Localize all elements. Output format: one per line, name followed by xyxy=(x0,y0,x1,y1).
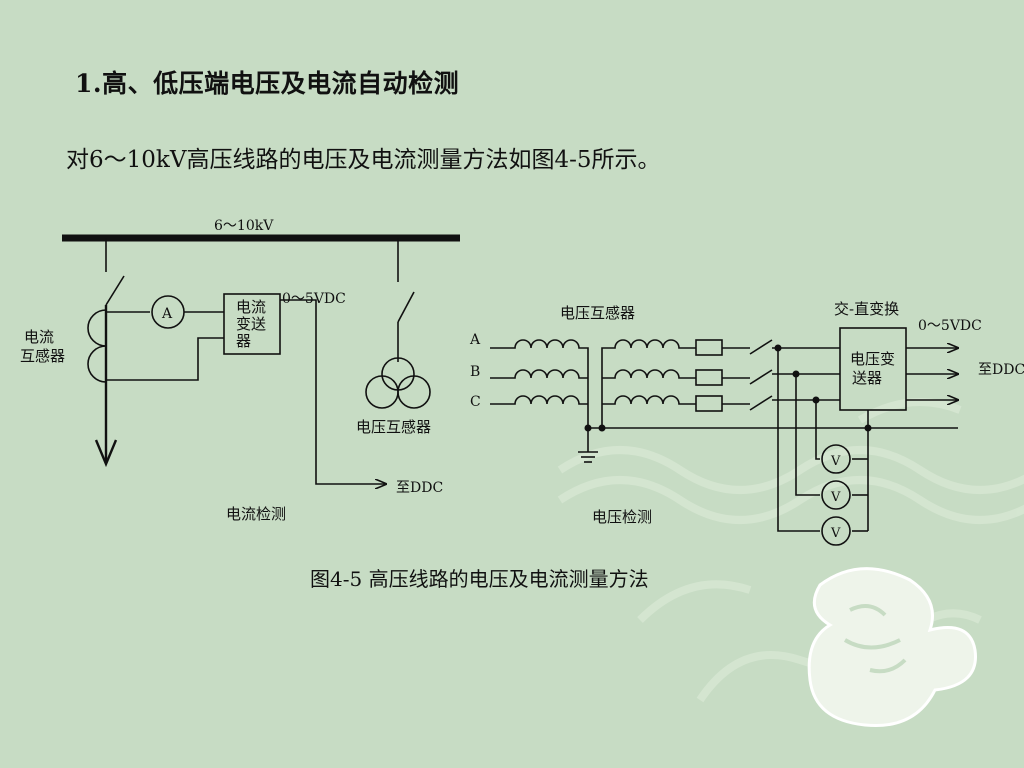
voltage-output-arrows xyxy=(906,348,958,400)
voltmeter-3-icon xyxy=(821,516,851,546)
phase-switches xyxy=(749,339,840,411)
ground-icon xyxy=(578,451,598,463)
current-transmitter-line1: 电流 xyxy=(236,298,266,316)
intro-text: 对6～10kV高压线路的电压及电流测量方法如图4-5所示。 xyxy=(66,147,661,173)
voltage-to-ddc-label: 至DDC xyxy=(978,362,1024,378)
voltmeter-1-icon xyxy=(821,444,851,474)
current-section-label: 电流检测 xyxy=(226,505,286,523)
phase-a-label: A xyxy=(469,332,481,348)
converter-label: 交-直变换 xyxy=(834,300,899,318)
voltage-section-label: 电压检测 xyxy=(592,508,652,526)
voltmeter-2-icon xyxy=(821,480,851,510)
ct-label-line2: 互感器 xyxy=(20,347,65,365)
right-pt-label: 电压互感器 xyxy=(560,304,635,322)
slide-title: 1.高、低压端电压及电流自动检测 xyxy=(75,69,460,98)
voltage-measurement-diagram: 电压互感器 交-直变换 0～5VDC A B C xyxy=(469,300,1024,546)
phase-c-label: C xyxy=(470,394,481,410)
pt-switch xyxy=(397,291,415,323)
voltmeter-3-symbol: V xyxy=(830,526,841,541)
feeder-arrow-icon xyxy=(94,439,118,468)
voltage-transmitter-line2: 送器 xyxy=(852,369,882,387)
voltage-transmitter-box xyxy=(839,327,907,411)
left-pt-label: 电压互感器 xyxy=(356,418,431,436)
voltmeter-wire-a xyxy=(777,348,820,532)
figure-caption: 图4-5 高压线路的电压及电流测量方法 xyxy=(310,567,649,591)
voltmeter-2-symbol: V xyxy=(830,490,841,505)
ammeter-symbol: A xyxy=(161,306,173,322)
bus-voltage-label: 6～10kV xyxy=(214,218,274,234)
dragon-ornament-icon xyxy=(807,567,977,728)
voltmeter-1-symbol: V xyxy=(830,454,841,469)
pt-primary-windings xyxy=(490,339,589,452)
pt-secondary-windings xyxy=(601,339,696,428)
voltmeter-wire-b xyxy=(795,374,820,496)
current-measurement-diagram: 6～10kV 电流 互感器 A 电流 变送 器 0～5VDC xyxy=(20,218,460,523)
current-transmitter-line2: 变送 xyxy=(236,315,266,333)
current-transmitter-line3: 器 xyxy=(236,332,251,350)
current-transmitter-box xyxy=(223,293,281,355)
feeder-switch xyxy=(105,275,125,306)
current-to-ddc-label: 至DDC xyxy=(396,480,443,496)
current-transformer-coil xyxy=(87,309,107,383)
potential-transformer-icon xyxy=(365,357,431,409)
phase-b-label: B xyxy=(470,364,480,380)
current-output-arrow xyxy=(280,299,386,484)
voltmeter-wire-c xyxy=(815,400,820,460)
ct-wire-return xyxy=(106,337,224,381)
voltage-output-range: 0～5VDC xyxy=(918,318,982,334)
fuse-icons xyxy=(695,339,750,412)
ct-label-line1: 电流 xyxy=(24,328,54,346)
current-output-range: 0～5VDC xyxy=(282,291,346,307)
voltage-transmitter-line1: 电压变 xyxy=(850,350,895,368)
